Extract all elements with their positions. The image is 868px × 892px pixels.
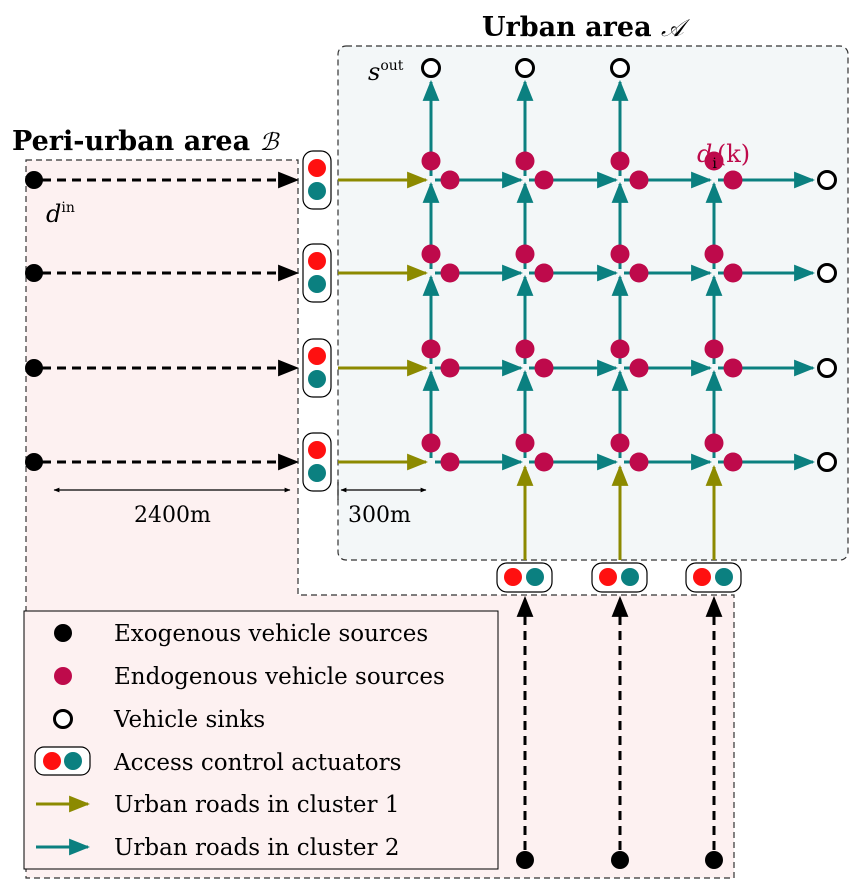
red-light [308, 159, 326, 177]
exogenous-source [611, 851, 629, 869]
red-light [308, 347, 326, 365]
endogenous-source [704, 339, 724, 359]
vehicle-nodes [25, 58, 837, 869]
periurban-area-title: Peri-urban area ℬ [12, 126, 281, 157]
exogenous-source [705, 851, 723, 869]
endogenous-source [440, 170, 460, 190]
endogenous-source [723, 263, 743, 283]
sink-label: sout [368, 58, 404, 86]
endogenous-source [704, 244, 724, 264]
endogenous-source [440, 452, 460, 472]
endogenous-source [515, 339, 535, 359]
exogenous-source [25, 453, 43, 471]
red-light [504, 568, 522, 586]
vehicle-sink [421, 58, 441, 78]
crimson-dot-icon [54, 667, 72, 685]
exogenous-source [25, 264, 43, 282]
endogenous-source [421, 244, 441, 264]
endogenous-source [704, 433, 724, 453]
legend-item-cluster-1: Urban roads in cluster 1 [36, 792, 399, 818]
urban-area-title: Urban area 𝒜 [482, 12, 691, 43]
actuator-west [302, 432, 332, 492]
svg-text:Exogenous vehicle sources: Exogenous vehicle sources [114, 621, 428, 647]
endogenous-source [723, 452, 743, 472]
actuator-south [685, 562, 742, 593]
vehicle-sink [515, 58, 535, 78]
endogenous-source [629, 263, 649, 283]
distance-periurban-label: 2400m [134, 503, 211, 528]
endogenous-source [515, 151, 535, 171]
green-light [308, 370, 326, 388]
hollow-circle-icon [53, 709, 73, 729]
red-light [599, 568, 617, 586]
periurban-roads [42, 171, 723, 850]
svg-text:Urban roads in cluster 1: Urban roads in cluster 1 [114, 792, 399, 818]
inflow-label: din [46, 200, 75, 228]
urban-area-region [337, 45, 849, 561]
actuator-south [496, 562, 553, 593]
vehicle-sink [817, 170, 837, 190]
vehicle-sink [817, 263, 837, 283]
legend: Exogenous vehicle sources Endogenous veh… [23, 610, 499, 870]
vehicle-sink [817, 452, 837, 472]
green-light [308, 464, 326, 482]
endogenous-source [534, 170, 554, 190]
endogenous-source [629, 170, 649, 190]
green-light [526, 568, 544, 586]
endogenous-source [515, 433, 535, 453]
endogenous-source [534, 452, 554, 472]
endogenous-source [440, 358, 460, 378]
vehicle-sink [610, 58, 630, 78]
endogenous-source [610, 151, 630, 171]
exogenous-source [25, 359, 43, 377]
svg-text:Vehicle sinks: Vehicle sinks [113, 707, 265, 733]
distance-periurban-indicator: 2400m [53, 482, 339, 528]
black-dot-icon [54, 624, 72, 642]
legend-item-exogenous: Exogenous vehicle sources [54, 621, 428, 647]
legend-item-cluster-2: Urban roads in cluster 2 [36, 835, 399, 861]
red-light [308, 441, 326, 459]
svg-text:Urban roads in cluster 2: Urban roads in cluster 2 [114, 835, 399, 861]
cluster-1-roads [338, 171, 723, 560]
green-light [621, 568, 639, 586]
distance-urban-label: 300m [348, 503, 411, 528]
actuator-west [302, 150, 332, 210]
endogenous-source [629, 452, 649, 472]
endogenous-source [629, 358, 649, 378]
red-light [308, 252, 326, 270]
green-light [715, 568, 733, 586]
legend-item-endogenous: Endogenous vehicle sources [54, 664, 445, 690]
endogenous-source [723, 358, 743, 378]
endogenous-source [610, 433, 630, 453]
endogenous-demand-label: di(k) [697, 140, 750, 172]
endogenous-source [421, 339, 441, 359]
legend-box [23, 610, 499, 870]
endogenous-source [610, 244, 630, 264]
endogenous-source [534, 263, 554, 283]
endogenous-source [515, 244, 535, 264]
actuator-west [302, 338, 332, 398]
green-light [308, 182, 326, 200]
endogenous-source [704, 151, 724, 171]
actuator-south [591, 562, 648, 593]
endogenous-source [421, 433, 441, 453]
legend-item-sinks: Vehicle sinks [53, 707, 265, 733]
access-control-actuators [302, 150, 742, 593]
distance-urban-indicator: 300m [340, 487, 427, 528]
svg-text:Access control actuators: Access control actuators [113, 750, 401, 776]
svg-text:Endogenous vehicle sources: Endogenous vehicle sources [114, 664, 445, 690]
exogenous-source [516, 851, 534, 869]
actuator-west [302, 243, 332, 303]
green-light [308, 275, 326, 293]
endogenous-source [534, 358, 554, 378]
endogenous-source [440, 263, 460, 283]
endogenous-source [723, 170, 743, 190]
red-light [693, 568, 711, 586]
legend-item-actuators: Access control actuators [34, 746, 401, 776]
endogenous-source [610, 339, 630, 359]
exogenous-source [25, 171, 43, 189]
endogenous-source [421, 151, 441, 171]
vehicle-sink [817, 358, 837, 378]
